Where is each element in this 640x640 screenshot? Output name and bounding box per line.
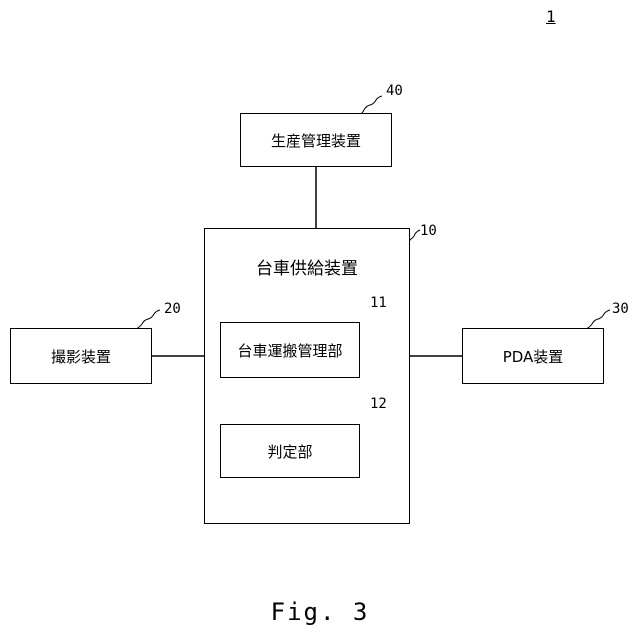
cart-transport-management-label: 台車運搬管理部 xyxy=(237,340,342,361)
figure-caption: Fig. 3 xyxy=(0,598,640,626)
leader-20 xyxy=(136,310,160,329)
production-management-label: 生産管理装置 xyxy=(271,130,361,151)
leader-30 xyxy=(586,310,610,329)
ref-11: 11 xyxy=(370,296,387,310)
ref-30: 30 xyxy=(612,302,629,316)
cart-supply-device-label: 台車供給装置 xyxy=(204,254,410,279)
pda-device-label: PDA装置 xyxy=(503,346,564,367)
ref-10: 10 xyxy=(420,224,437,238)
camera-device-box: 撮影装置 xyxy=(10,328,152,384)
pda-device-box: PDA装置 xyxy=(462,328,604,384)
production-management-box: 生産管理装置 xyxy=(240,113,392,167)
ref-12: 12 xyxy=(370,397,387,411)
judgment-unit-label: 判定部 xyxy=(267,441,312,462)
figure-number: 1 xyxy=(546,10,556,24)
ref-40: 40 xyxy=(386,84,403,98)
cart-transport-management-box: 台車運搬管理部 xyxy=(220,322,360,378)
camera-device-label: 撮影装置 xyxy=(51,346,111,367)
judgment-unit-box: 判定部 xyxy=(220,424,360,478)
ref-20: 20 xyxy=(164,302,181,316)
